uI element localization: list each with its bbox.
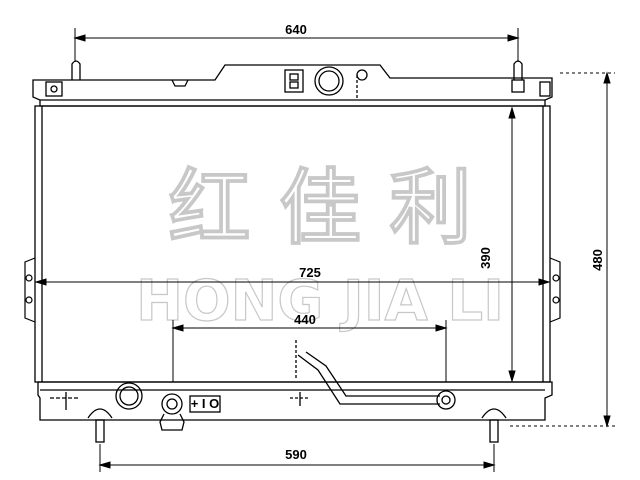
dimension-bottom-width-label: 590 bbox=[285, 447, 307, 462]
dimension-core-height-label: 390 bbox=[478, 247, 493, 269]
dimension-top-width bbox=[73, 28, 520, 62]
outlet-pipe bbox=[295, 340, 456, 410]
top-filler-cap bbox=[314, 66, 344, 96]
watermark-latin: HONG JIA LI bbox=[136, 269, 504, 334]
drain-plug bbox=[159, 393, 221, 431]
dimension-overall-height bbox=[510, 71, 615, 428]
bottom-pins bbox=[87, 408, 507, 443]
top-tank bbox=[32, 64, 553, 107]
side-brackets bbox=[24, 257, 561, 323]
dimension-core-width-label: 725 bbox=[299, 265, 321, 280]
dimension-bottom-width bbox=[98, 444, 496, 472]
dimension-core-width bbox=[34, 278, 551, 286]
dimension-overall-height-label: 480 bbox=[590, 249, 605, 271]
watermark: 红 佳 利 HONG JIA LI bbox=[135, 160, 504, 334]
bottom-filler-cap bbox=[115, 382, 143, 410]
dimension-inner-width bbox=[171, 320, 448, 382]
watermark-chinese: 红 佳 利 bbox=[168, 161, 471, 256]
dimension-core-height bbox=[508, 106, 516, 383]
bottom-tank bbox=[37, 381, 553, 421]
drain-marker-label: + I O bbox=[191, 396, 220, 411]
dimension-inner-width-label: 440 bbox=[294, 312, 316, 327]
dimension-top-width-label: 640 bbox=[285, 22, 307, 37]
